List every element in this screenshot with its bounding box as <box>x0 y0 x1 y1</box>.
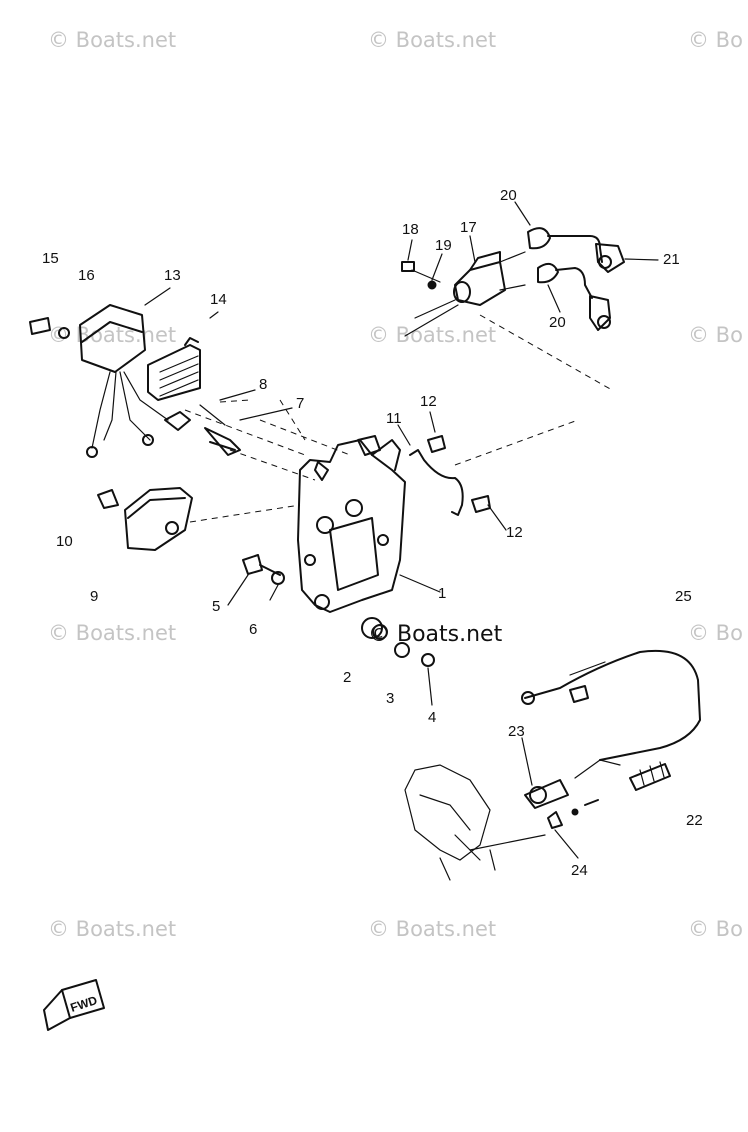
callout-2: 2 <box>343 669 351 686</box>
watermark: © Boats.net <box>368 917 496 941</box>
fwd-arrow: FWD <box>43 979 105 1031</box>
pulser-coil <box>97 487 193 551</box>
callout-7: 7 <box>296 395 304 412</box>
callout-4: 4 <box>428 709 436 726</box>
callout-9: 9 <box>90 588 98 605</box>
callout-13: 13 <box>164 267 181 284</box>
callout-22: 22 <box>686 812 703 829</box>
callout-24: 24 <box>571 862 588 879</box>
callout-20b: 20 <box>549 314 566 331</box>
part-callouts: 1 2 3 4 5 6 7 8 9 10 11 12 12 13 14 15 1… <box>42 187 703 879</box>
cdi-unit-assembly <box>29 304 241 458</box>
wire-harness <box>404 649 701 881</box>
callout-6: 6 <box>249 621 257 638</box>
watermark: © Bo <box>688 28 743 52</box>
ignition-coil-assembly <box>401 227 659 337</box>
callout-12b: 12 <box>506 524 523 541</box>
callout-12: 12 <box>420 393 437 410</box>
callout-21: 21 <box>663 251 680 268</box>
watermark: © Bo <box>688 323 743 347</box>
reference-lines <box>184 314 613 523</box>
watermark: © Boats.net <box>48 621 176 645</box>
callout-23: 23 <box>508 723 525 740</box>
callout-20: 20 <box>500 187 517 204</box>
callout-15: 15 <box>42 250 59 267</box>
callout-25: 25 <box>675 588 692 605</box>
watermark: © Bo <box>688 621 743 645</box>
callout-14: 14 <box>210 291 227 308</box>
watermark: © Boats.net <box>48 917 176 941</box>
callout-16: 16 <box>78 267 95 284</box>
callout-10: 10 <box>56 533 73 550</box>
mounting-bracket <box>297 435 406 613</box>
watermark: © Boats.net <box>368 323 496 347</box>
watermark-layer: © Boats.net © Boats.net © Bo © Boats.net… <box>48 28 743 941</box>
watermark: © Boats.net <box>48 28 176 52</box>
callout-3: 3 <box>386 690 394 707</box>
leader-lines <box>144 201 579 859</box>
watermark: © Boats.net <box>368 28 496 52</box>
callout-19: 19 <box>435 237 452 254</box>
callout-8: 8 <box>259 376 267 393</box>
callout-11: 11 <box>386 410 402 427</box>
fasteners <box>242 435 491 667</box>
watermark: © Bo <box>688 917 743 941</box>
watermark: © Boats.net <box>48 323 176 347</box>
callout-1: 1 <box>438 585 446 602</box>
callout-5: 5 <box>212 598 220 615</box>
callout-18: 18 <box>402 221 419 238</box>
callout-17: 17 <box>460 219 477 236</box>
watermark-center: © Boats.net <box>368 622 503 647</box>
